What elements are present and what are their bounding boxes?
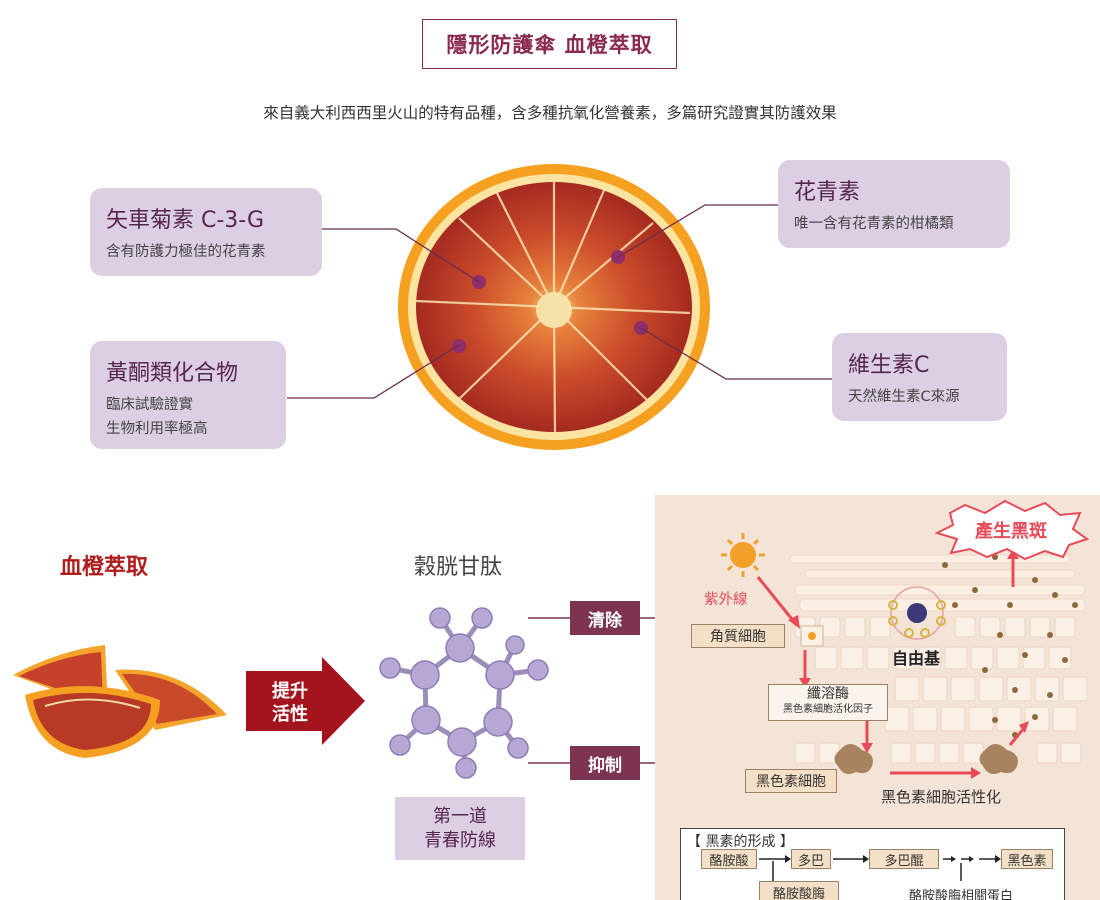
chain-melanin: 黑色素 [1001,849,1053,869]
callout-flavonoid-title: 黃酮類化合物 [106,361,239,386]
sun-icon [721,533,765,577]
boost-arrow [246,657,365,745]
enzyme-sublabel: 黑色素細胞活化因子 [783,704,873,715]
intro-text: 來自義大利西西里火山的特有品種，含多種抗氧化營養素，多篇研究證實其防護效果 [263,104,837,122]
spots-label: 產生黑斑 [975,521,1047,542]
chain-arrows [759,855,1001,881]
callout-vitc-title: 維生素C [848,353,930,378]
activation-label: 黑色素細胞活性化 [881,788,1002,806]
callout-anthocyanin: 花青素 唯一含有花青素的柑橘類 [778,160,1010,248]
enzyme-box: 纖溶酶 黑色素細胞活化因子 [768,684,888,721]
tyrosinase-label: 酪胺酸脢 [759,881,839,900]
callout-flavonoid-desc-1: 臨床試驗證實 [106,397,193,413]
callout-anthocyanin-title: 花青素 [794,180,861,205]
callout-c3g: 矢車菊素 C-3-G 含有防護力極佳的花青素 [90,188,322,276]
inhibit-tag: 抑制 [570,746,640,780]
peptide-label: 穀胱甘肽 [414,555,503,580]
formation-title: 【 黑素的形成 】 [687,834,794,850]
related-protein-label: 酪胺酸脢相關蛋白 [909,889,1014,900]
defense-box: 第一道 青春防線 [395,797,525,860]
melanin-illustration: 產生黑斑 紫外線 角質細胞 自由基 纖溶酶 黑色素細胞活化因子 黑色素細胞 黑色… [655,495,1100,900]
chain-dopaquinone: 多巴醌 [869,849,939,869]
melanocyte-label: 黑色素細胞 [745,769,837,793]
callout-vitc: 維生素C 天然維生素C來源 [832,333,1007,421]
chain-dopa: 多巴 [791,849,831,869]
enzyme-label: 纖溶酶 [807,686,849,702]
clear-tag: 清除 [570,601,640,635]
callout-leader-lines [287,204,832,399]
page-title: 隱形防護傘 血橙萃取 [422,19,677,69]
boost-arrow-label-1: 提升 [272,681,308,702]
uv-label: 紫外線 [704,592,748,608]
free-radical-label: 自由基 [892,649,941,668]
glutathione-molecule-icon [379,607,549,779]
callout-c3g-title: 矢車菊素 C-3-G [106,208,265,233]
skin-cells-graphic [721,499,1090,779]
callout-flavonoid-desc-2: 生物利用率極高 [106,421,208,437]
callout-flavonoid: 黃酮類化合物 臨床試驗證實 生物利用率極高 [90,341,286,449]
defense-line-2: 青春防線 [424,830,496,851]
callout-c3g-desc: 含有防護力極佳的花青素 [106,244,266,260]
defense-line-1: 第一道 [433,806,487,827]
chain-tyrosine: 酪胺酸 [701,849,757,869]
keratinocyte-label: 角質細胞 [691,624,785,648]
callout-anthocyanin-desc: 唯一含有花青素的柑橘類 [794,216,954,232]
boost-arrow-label: 提升 活性 [255,680,325,726]
boost-arrow-label-2: 活性 [272,704,308,725]
orange-wedges-image [13,645,227,758]
formation-box: 【 黑素的形成 】 酪胺酸 多巴 多巴醌 黑色素 酪胺酸脢 酪胺酸脢相關蛋白 [680,828,1065,900]
callout-vitc-desc: 天然維生素C來源 [848,389,960,405]
extract-label: 血橙萃取 [60,555,149,580]
